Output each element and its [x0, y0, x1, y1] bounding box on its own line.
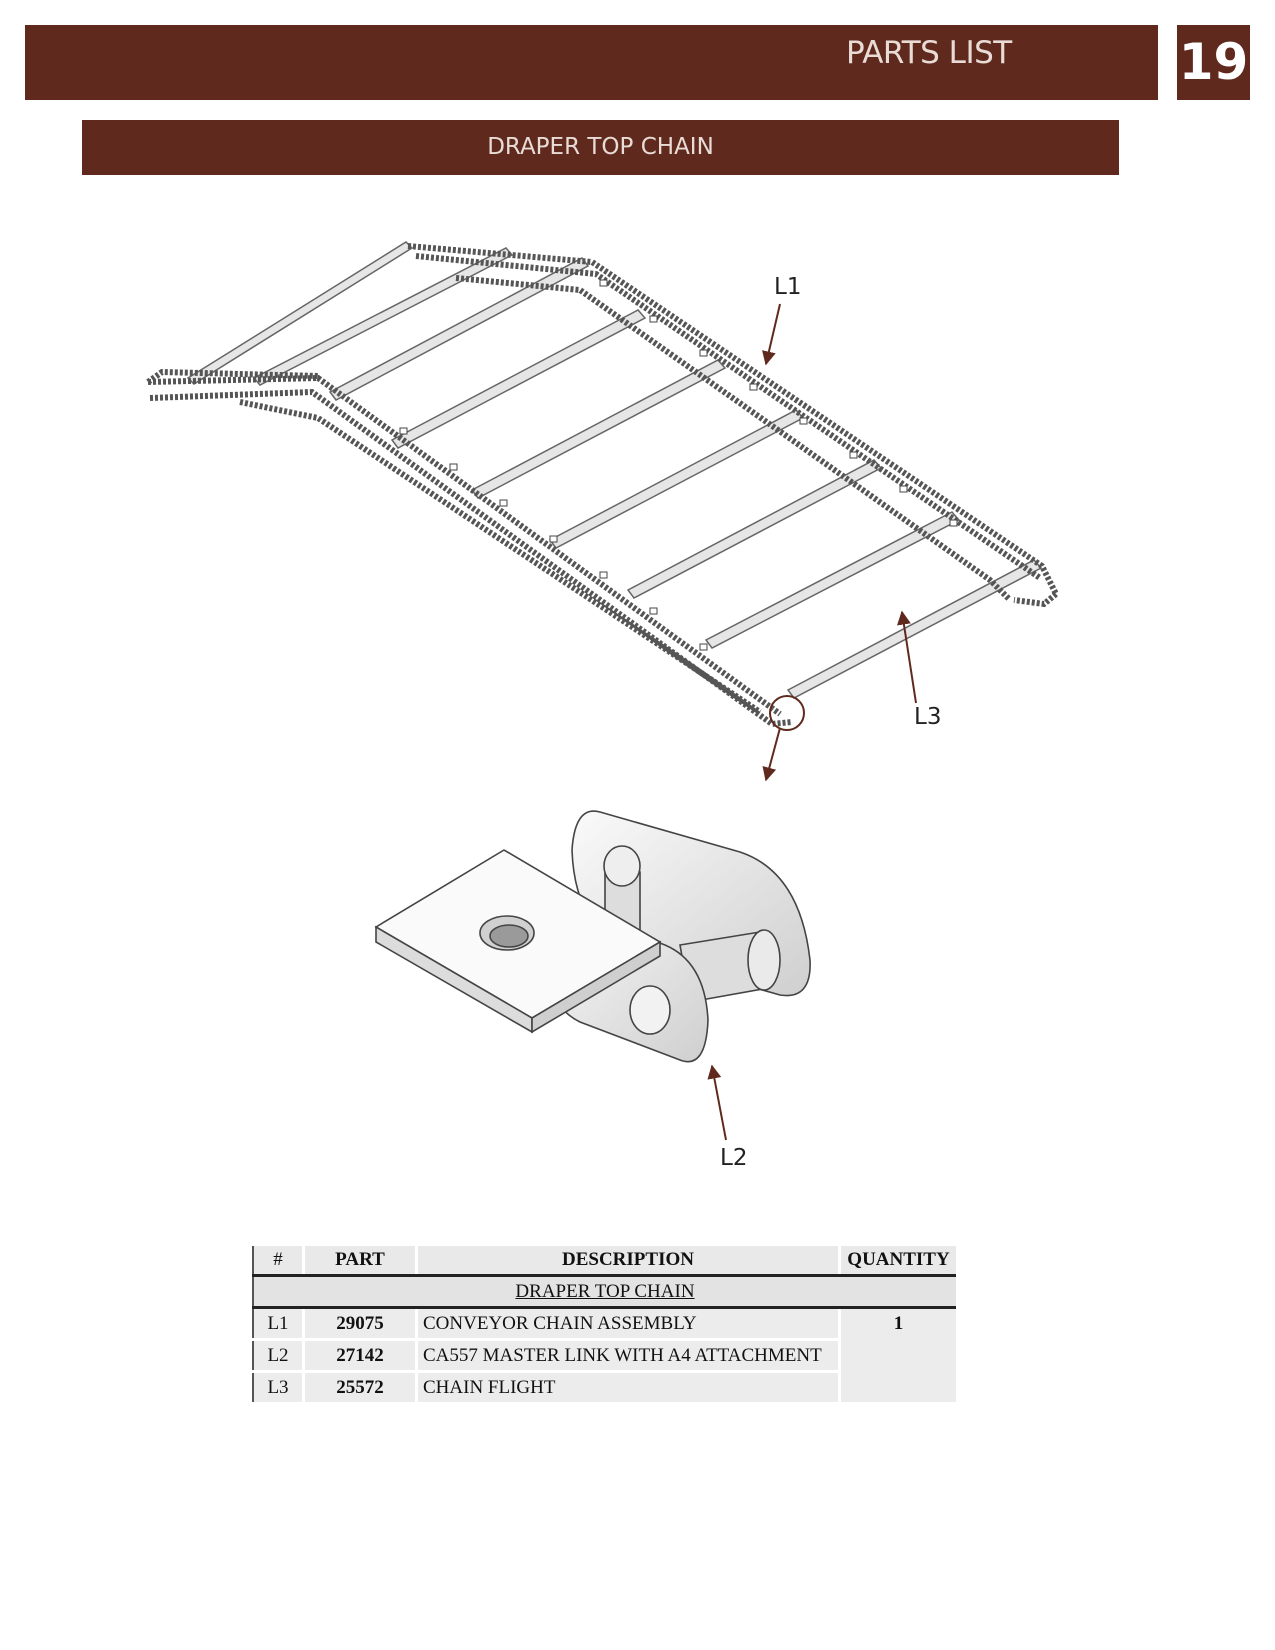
detail-circle	[769, 695, 805, 731]
row-part: 29075	[302, 1307, 417, 1341]
page-title: PARTS LIST	[846, 35, 1012, 71]
chain-flights	[186, 241, 1043, 699]
callout-l2: L2	[720, 1145, 747, 1171]
page-number: 19	[1177, 25, 1250, 100]
callout-arrow-l3	[896, 610, 917, 704]
row-description: CHAIN FLIGHT	[415, 1371, 840, 1405]
callout-l1: L1	[774, 274, 801, 300]
col-header-quantity: QUANTITY	[838, 1246, 956, 1277]
group-title: DRAPER TOP CHAIN	[252, 1275, 956, 1309]
callout-arrow-l2	[707, 1064, 727, 1141]
row-num: L2	[252, 1339, 304, 1373]
table-row: L2 27142 CA557 MASTER LINK WITH A4 ATTAC…	[252, 1339, 956, 1373]
row-quantity: 1	[838, 1307, 956, 1405]
table-row: L1 29075 CONVEYOR CHAIN ASSEMBLY 1	[252, 1307, 956, 1405]
row-part: 27142	[302, 1339, 417, 1373]
table-header-row: # PART DESCRIPTION QUANTITY	[252, 1246, 956, 1277]
callout-arrow-l1	[762, 303, 781, 366]
row-num: L1	[252, 1307, 304, 1341]
section-title: DRAPER TOP CHAIN	[82, 120, 1119, 175]
col-header-part: PART	[302, 1246, 417, 1277]
table-row: L3 25572 CHAIN FLIGHT	[252, 1371, 956, 1405]
row-part: 25572	[302, 1371, 417, 1405]
row-num: L3	[252, 1371, 304, 1405]
row-description: CA557 MASTER LINK WITH A4 ATTACHMENT	[415, 1339, 840, 1373]
conveyor-chain	[146, 243, 1059, 728]
col-header-num: #	[252, 1246, 304, 1277]
conveyor-chain-diagram: L1 L3 L2	[146, 241, 1059, 1171]
col-header-description: DESCRIPTION	[415, 1246, 840, 1277]
row-description: CONVEYOR CHAIN ASSEMBLY	[415, 1307, 840, 1341]
master-link-illustration	[374, 810, 811, 1063]
chain-tabs	[399, 279, 958, 651]
parts-table: # PART DESCRIPTION QUANTITY DRAPER TOP C…	[252, 1246, 956, 1405]
header-bar	[25, 25, 1158, 100]
detail-arrow	[762, 727, 781, 782]
table-group-row: DRAPER TOP CHAIN	[252, 1275, 956, 1309]
callout-l3: L3	[914, 704, 941, 730]
